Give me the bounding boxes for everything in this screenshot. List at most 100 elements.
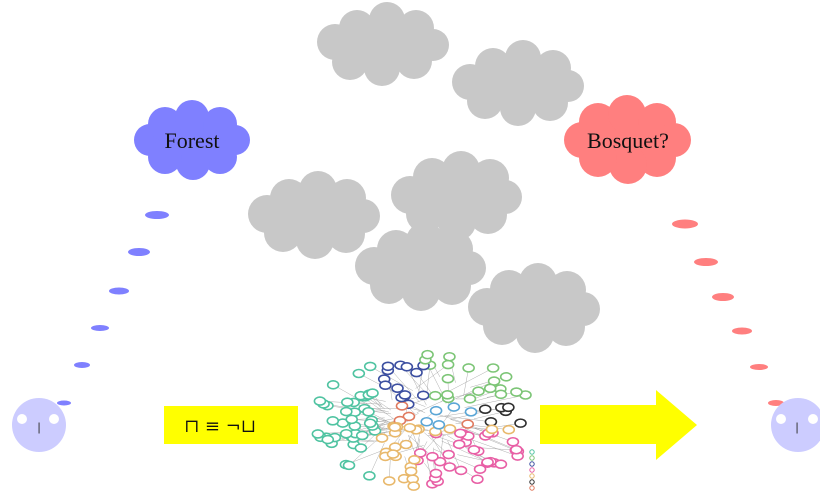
thought-dot: [750, 364, 768, 370]
network-node: [352, 368, 366, 379]
thought-dot: [74, 362, 90, 368]
network-node: [326, 416, 340, 426]
network-node: [429, 468, 443, 479]
network-legend-swatch: [529, 485, 535, 491]
network-legend-swatch: [529, 455, 535, 461]
network-node: [461, 419, 475, 429]
network-edge: [333, 384, 371, 407]
network-node: [407, 481, 421, 491]
network-node: [502, 402, 515, 413]
network-node: [326, 380, 340, 390]
network-node: [363, 418, 377, 429]
network-node: [502, 424, 516, 435]
thought-dot: [57, 400, 71, 406]
network-node: [441, 359, 455, 370]
network-legend-swatch: [529, 479, 535, 485]
network-edge: [433, 449, 481, 470]
network-node: [410, 367, 423, 378]
network-node: [400, 362, 414, 372]
forest-thought-trail: [57, 211, 169, 406]
bosquet-cloud: [564, 95, 691, 184]
network-node: [404, 466, 418, 477]
network-node: [506, 436, 520, 447]
translation-arrow-head: [540, 390, 697, 460]
network-node: [441, 390, 454, 400]
network-node: [428, 390, 442, 401]
network-node: [399, 439, 413, 450]
network-edge: [415, 364, 449, 389]
left-face-mark: |: [37, 420, 40, 434]
network-node: [321, 434, 335, 445]
network-edge: [431, 437, 450, 468]
grey-cloud: [317, 2, 449, 86]
network-node: [514, 418, 527, 428]
network-node: [375, 433, 389, 443]
thought-dot: [672, 219, 698, 229]
network-node: [354, 443, 368, 453]
network-node: [452, 439, 466, 450]
network-node: [471, 474, 484, 485]
right-person-face-icon: [771, 398, 820, 452]
network-node: [483, 383, 497, 394]
forest-cloud-label: Forest: [165, 128, 220, 153]
network-node: [464, 407, 478, 417]
network-node: [398, 390, 412, 400]
thought-dot: [712, 293, 734, 301]
network-node: [432, 420, 446, 430]
network-node: [426, 451, 439, 462]
network-node: [341, 397, 354, 408]
network-node: [463, 393, 477, 404]
network-node: [499, 372, 513, 382]
network-edge: [465, 428, 517, 450]
network-node: [313, 396, 327, 406]
network-legend-swatch: [529, 467, 535, 473]
thought-dot: [128, 248, 150, 256]
network-node: [366, 388, 379, 398]
network-node: [402, 411, 416, 422]
network-node: [441, 373, 455, 384]
network-node: [472, 386, 485, 397]
thought-dot: [145, 211, 169, 219]
network-node: [408, 455, 421, 465]
network-node: [462, 363, 475, 373]
network-node: [473, 464, 487, 474]
grey-cloud: [355, 222, 486, 311]
network-node: [363, 361, 377, 372]
network-edge: [370, 366, 413, 391]
thought-dot: [694, 258, 718, 266]
bosquet-cloud-label: Bosquet?: [587, 128, 669, 153]
network-legend-swatch: [529, 461, 535, 467]
bosquet-thought-trail: [672, 219, 784, 406]
network-edge: [464, 394, 526, 408]
network-node: [420, 416, 433, 427]
forest-cloud: [134, 100, 250, 180]
network-node: [454, 428, 467, 439]
network-legend-swatch: [529, 449, 535, 455]
network-node: [485, 424, 499, 435]
network-node: [467, 445, 481, 455]
network-node: [363, 471, 376, 481]
network-edge: [418, 365, 424, 395]
thought-dot: [109, 287, 129, 295]
network-node: [442, 449, 455, 460]
network-node: [382, 476, 396, 486]
network-edge: [445, 416, 491, 422]
network-node: [403, 422, 417, 433]
network-edge: [369, 442, 385, 476]
network-node: [510, 387, 523, 397]
grey-cloud: [468, 263, 600, 353]
network-node: [386, 449, 400, 459]
network-node: [388, 422, 402, 433]
grey-cloud: [452, 40, 584, 126]
network-node: [443, 424, 457, 434]
network-node: [421, 349, 434, 360]
grey-cloud: [248, 171, 380, 259]
network-node: [494, 459, 508, 470]
network-node: [510, 444, 523, 455]
network-node: [381, 361, 395, 372]
grey-cloud: [391, 151, 522, 241]
network-node: [447, 402, 461, 412]
thought-dot: [768, 400, 784, 406]
translation-arrow-tail: [164, 406, 298, 444]
